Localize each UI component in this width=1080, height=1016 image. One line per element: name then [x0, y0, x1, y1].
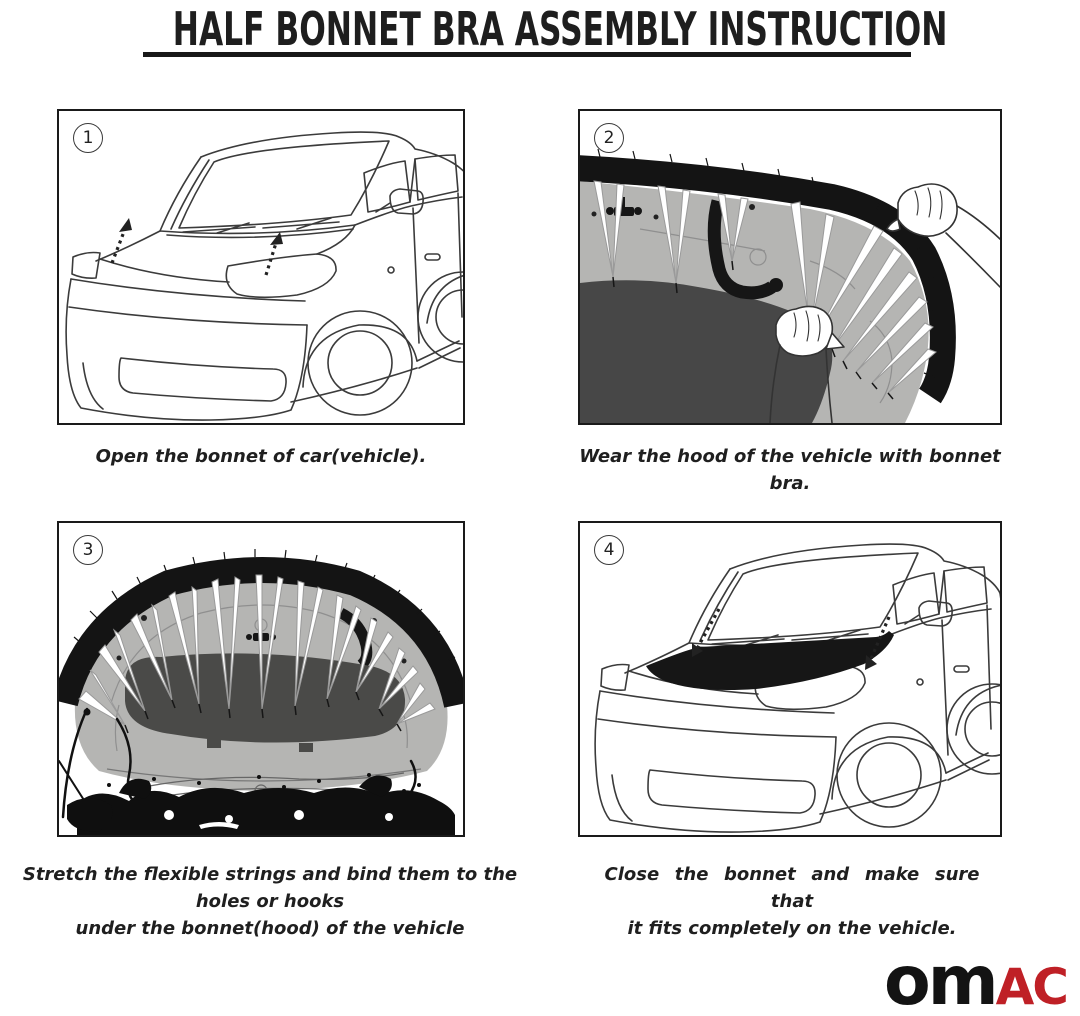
step-number: 3 — [82, 540, 94, 560]
step-3-number-badge: 3 — [73, 535, 103, 565]
logo-red-letters: AC — [995, 958, 1069, 1016]
caption-line: Stretch the flexible strings and bind th… — [22, 864, 518, 912]
step-4-number-badge: 4 — [594, 535, 624, 565]
splatter-highlights — [164, 810, 393, 829]
step-number: 4 — [603, 540, 615, 560]
band-stitch-marks — [597, 148, 944, 378]
step-3-caption: Stretch the flexible strings and bind th… — [0, 861, 540, 942]
step-2-panel: 2 — [578, 109, 1002, 425]
bonnet-bra-band — [580, 155, 956, 404]
strap-hook-tails — [124, 691, 402, 734]
engine-bay-shadow — [67, 773, 455, 835]
hand-pulling-edge — [886, 183, 1000, 288]
caption-line: under the bonnet(hood) of the vehicle — [75, 918, 465, 939]
step-2-caption: Wear the hood of the vehicle with bonnet… — [579, 446, 1001, 494]
caption-line: Close the bonnet and make sure that — [604, 864, 980, 912]
omac-logo: om AC — [884, 942, 1069, 1016]
elastic-straps — [78, 574, 436, 726]
arrow-up-icon — [110, 218, 283, 276]
step-1-panel: 1 — [57, 109, 465, 425]
bonnet-bra-installed — [646, 631, 894, 690]
hand-pulling-strap — [769, 305, 845, 423]
step-number: 2 — [603, 128, 615, 148]
step-1-number-badge: 1 — [73, 123, 103, 153]
bind-strings-illustration — [59, 549, 463, 835]
step-4-panel: 4 — [578, 521, 1002, 837]
step-number: 1 — [82, 128, 94, 148]
step-4-caption: Close the bonnet and make sure that it f… — [600, 861, 984, 942]
bonnet-bra-band — [59, 557, 463, 708]
arrow-down-icon — [692, 608, 891, 670]
band-stitch-marks — [62, 549, 462, 684]
step-1-caption: Open the bonnet of car(vehicle). — [95, 446, 427, 467]
step-2-number-badge: 2 — [594, 123, 624, 153]
logo-black-letters: om — [884, 942, 999, 1016]
step-3-panel: 3 — [57, 521, 465, 837]
title-divider — [143, 52, 911, 57]
insulation-pad — [580, 280, 833, 423]
caption-line: it fits completely on the vehicle. — [627, 918, 957, 939]
elastic-straps — [593, 180, 937, 394]
page-title: HALF BONNET BRA ASSEMBLY INSTRUCTION — [172, 2, 948, 56]
hinge-channel — [707, 199, 776, 300]
wear-bonnet-bra-illustration — [580, 148, 1000, 423]
van-open-bonnet-illustration — [65, 131, 463, 421]
van-closed-bonnet-illustration — [594, 543, 1000, 833]
